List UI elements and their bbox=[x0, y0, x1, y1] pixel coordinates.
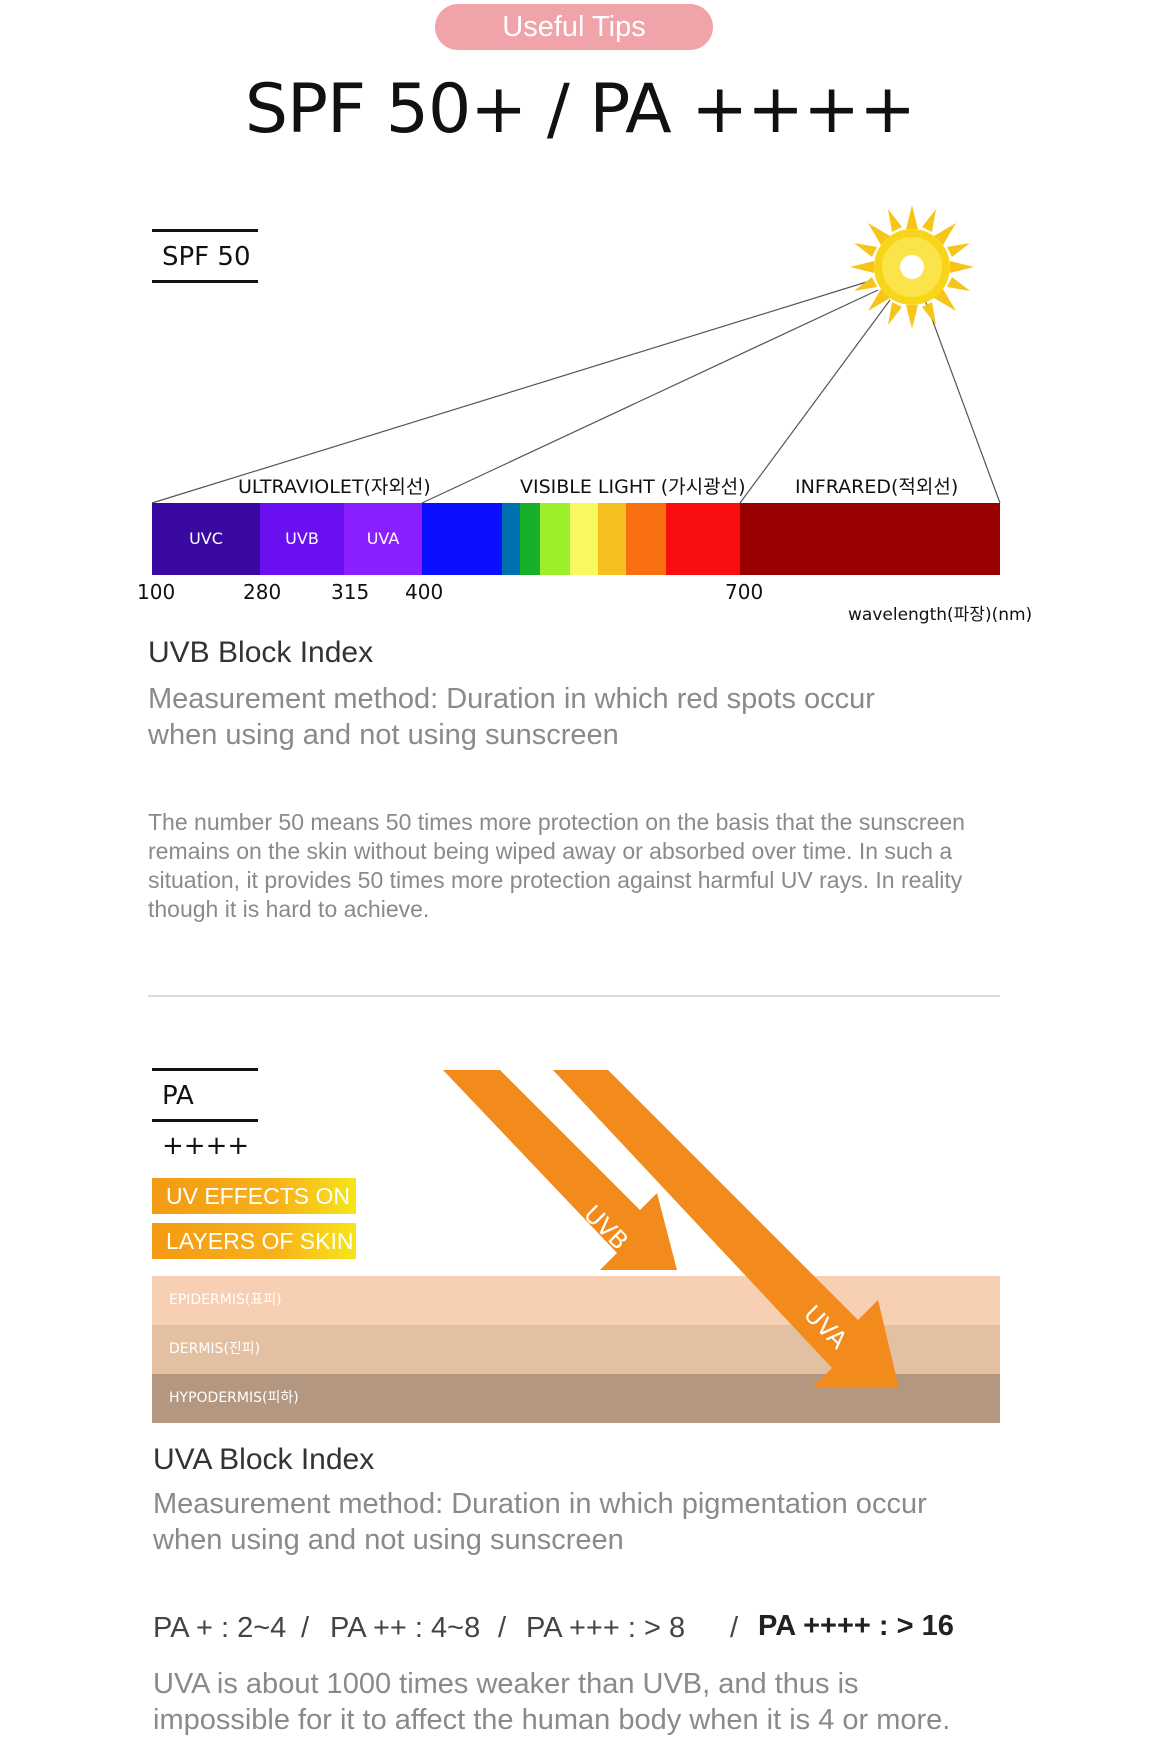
pa-grade-4: PA ++++ : > 16 bbox=[758, 1610, 954, 1642]
tick-400: 400 bbox=[405, 580, 444, 604]
visible-blue-band bbox=[422, 503, 502, 575]
pa-grade-1: PA + : 2~4 bbox=[153, 1612, 287, 1644]
infrared-band bbox=[740, 503, 1000, 575]
infrared-label: INFRARED(적외선) bbox=[795, 476, 959, 498]
visible-orange-band bbox=[626, 503, 666, 575]
sun-icon bbox=[850, 205, 974, 329]
section-divider bbox=[148, 995, 1000, 997]
tick-700: 700 bbox=[725, 580, 764, 604]
uvb-band: UVB bbox=[260, 503, 344, 575]
tick-315: 315 bbox=[331, 580, 370, 604]
pa-label: PA ++++ bbox=[152, 1068, 258, 1161]
tick-100: 100 bbox=[137, 580, 176, 604]
visible-red-band bbox=[666, 503, 740, 575]
uva-method-line2: when using and not using sunscreen bbox=[153, 1524, 624, 1556]
pa-grade-2: PA ++ : 4~8 bbox=[330, 1612, 481, 1644]
uv-effects-tag-line1: UV EFFECTS ON bbox=[152, 1178, 356, 1214]
useful-tips-badge: Useful Tips bbox=[435, 4, 713, 50]
uvb-method-line2: when using and not using sunscreen bbox=[148, 719, 619, 751]
pa-grade-sep-3: / bbox=[730, 1612, 739, 1644]
uva-block-index-heading: UVA Block Index bbox=[153, 1443, 375, 1476]
uva-arrow bbox=[553, 1070, 899, 1388]
uva-note-line2: impossible for it to affect the human bo… bbox=[153, 1704, 951, 1736]
spf-body-line1: The number 50 means 50 times more protec… bbox=[148, 809, 965, 835]
hypodermis-layer: HYPODERMIS(피하) bbox=[152, 1374, 1000, 1423]
tick-280: 280 bbox=[243, 580, 282, 604]
visible-green-band bbox=[520, 503, 540, 575]
pa-grade-3: PA +++ : > 8 bbox=[526, 1612, 686, 1644]
spf-body-line4: though it is hard to achieve. bbox=[148, 896, 430, 922]
visible-light-label: VISIBLE LIGHT (가시광선) bbox=[520, 476, 746, 498]
uvc-band: UVC bbox=[152, 503, 260, 575]
visible-yellow-band bbox=[570, 503, 598, 575]
uvb-method-line1: Measurement method: Duration in which re… bbox=[148, 683, 875, 715]
visible-lime-band bbox=[540, 503, 570, 575]
visible-amber-band bbox=[598, 503, 626, 575]
uva-note-line1: UVA is about 1000 times weaker than UVB,… bbox=[153, 1668, 859, 1700]
uv-effects-tag-line2: LAYERS OF SKIN bbox=[152, 1223, 356, 1259]
epidermis-layer: EPIDERMIS(표피) bbox=[152, 1276, 1000, 1325]
spf-label: SPF 50 bbox=[152, 229, 258, 283]
uvb-arrow bbox=[443, 1070, 677, 1270]
sun-rays-diagram bbox=[151, 205, 1001, 504]
pa-grade-sep-2: / bbox=[498, 1612, 507, 1644]
uvb-block-index-heading: UVB Block Index bbox=[148, 636, 374, 669]
pa-grade-sep-1: / bbox=[301, 1612, 310, 1644]
ultraviolet-label: ULTRAVIOLET(자외선) bbox=[238, 476, 431, 498]
uva-method-line1: Measurement method: Duration in which pi… bbox=[153, 1488, 927, 1520]
uv-arrows-diagram bbox=[443, 1070, 899, 1388]
spf-body-line2: remains on the skin without being wiped … bbox=[148, 838, 953, 864]
spf-body-line3: situation, it provides 50 times more pro… bbox=[148, 867, 963, 893]
wavelength-axis-label: wavelength(파장)(nm) bbox=[848, 605, 1033, 625]
visible-teal-band bbox=[502, 503, 520, 575]
uva-band: UVA bbox=[344, 503, 422, 575]
page-title: SPF 50+ / PA ++++ bbox=[244, 70, 916, 149]
